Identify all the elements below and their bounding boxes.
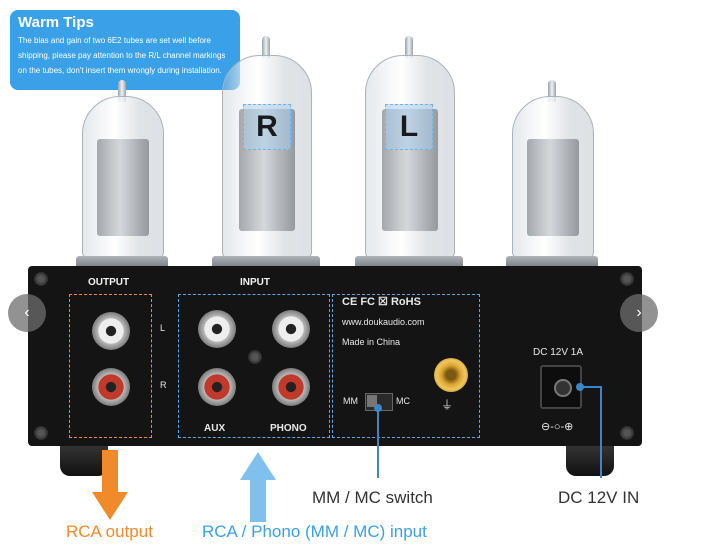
warm-tips-callout: Warm Tips The bias and gain of two 6E2 t…: [10, 10, 240, 90]
carousel-next-button[interactable]: ›: [620, 294, 658, 332]
dc-label: DC 12V 1A: [533, 347, 584, 358]
output-l-jack: [92, 312, 130, 350]
switch-mm-label: MM: [343, 396, 358, 406]
mm-mc-switch[interactable]: [365, 393, 393, 411]
screw: [34, 272, 48, 286]
website-label: www.doukaudio.com: [342, 317, 425, 327]
channel-r-label: R: [160, 380, 167, 390]
warm-tips-title: Warm Tips: [18, 14, 94, 31]
tube-tip: [548, 80, 556, 102]
tube-tip: [118, 80, 126, 102]
switch-pointer-line: [377, 408, 379, 478]
tube-tip: [405, 36, 413, 58]
rca-output-callout: RCA output: [66, 522, 153, 541]
aux-label: AUX: [204, 423, 226, 434]
screw: [620, 272, 634, 286]
aux-r-jack: [198, 368, 236, 406]
carousel-prev-button[interactable]: ‹: [8, 294, 46, 332]
rca-phono-input-callout: RCA / Phono (MM / MC) input: [202, 522, 427, 541]
made-in-label: Made in China: [342, 337, 401, 347]
certification-marks: CE FC ☒ RoHS: [342, 296, 421, 308]
screw: [34, 426, 48, 440]
aux-l-jack: [198, 310, 236, 348]
screw: [620, 426, 634, 440]
phono-r-jack: [272, 368, 310, 406]
up-arrow-icon: [240, 452, 276, 522]
dc-pointer-line: [580, 386, 602, 388]
channel-l-label: L: [160, 323, 166, 333]
ground-terminal: [434, 358, 468, 392]
tube-outer-right: [82, 96, 164, 260]
tube-r: [222, 55, 312, 260]
dc-in-callout: DC 12V IN: [558, 488, 640, 507]
input-group: [178, 294, 330, 438]
phono-l-jack: [272, 310, 310, 348]
info-group: [332, 294, 480, 438]
output-title: OUTPUT: [88, 277, 130, 288]
foot: [60, 446, 108, 476]
input-title: INPUT: [240, 277, 270, 288]
tube-l-label: L: [385, 104, 433, 150]
output-r-jack: [92, 368, 130, 406]
tube-tip: [262, 36, 270, 58]
dc-pointer-line: [600, 386, 602, 478]
switch-mc-label: MC: [396, 396, 410, 406]
screw: [248, 350, 262, 364]
down-arrow-icon: [92, 450, 128, 520]
output-group: [69, 294, 152, 438]
ground-icon: ⏚: [441, 398, 454, 412]
foot: [566, 446, 614, 476]
dc-power-jack: [540, 365, 582, 409]
mm-mc-switch-callout: MM / MC switch: [312, 488, 433, 507]
warm-tips-body: The bias and gain of two 6E2 tubes are s…: [18, 36, 226, 75]
tube-r-label: R: [243, 104, 291, 150]
polarity-icon: ⊖-○-⊕: [541, 421, 574, 433]
amplifier-rear-panel: [28, 266, 642, 446]
tube-outer-left: [512, 96, 594, 260]
phono-label: PHONO: [270, 423, 307, 434]
tube-l: [365, 55, 455, 260]
